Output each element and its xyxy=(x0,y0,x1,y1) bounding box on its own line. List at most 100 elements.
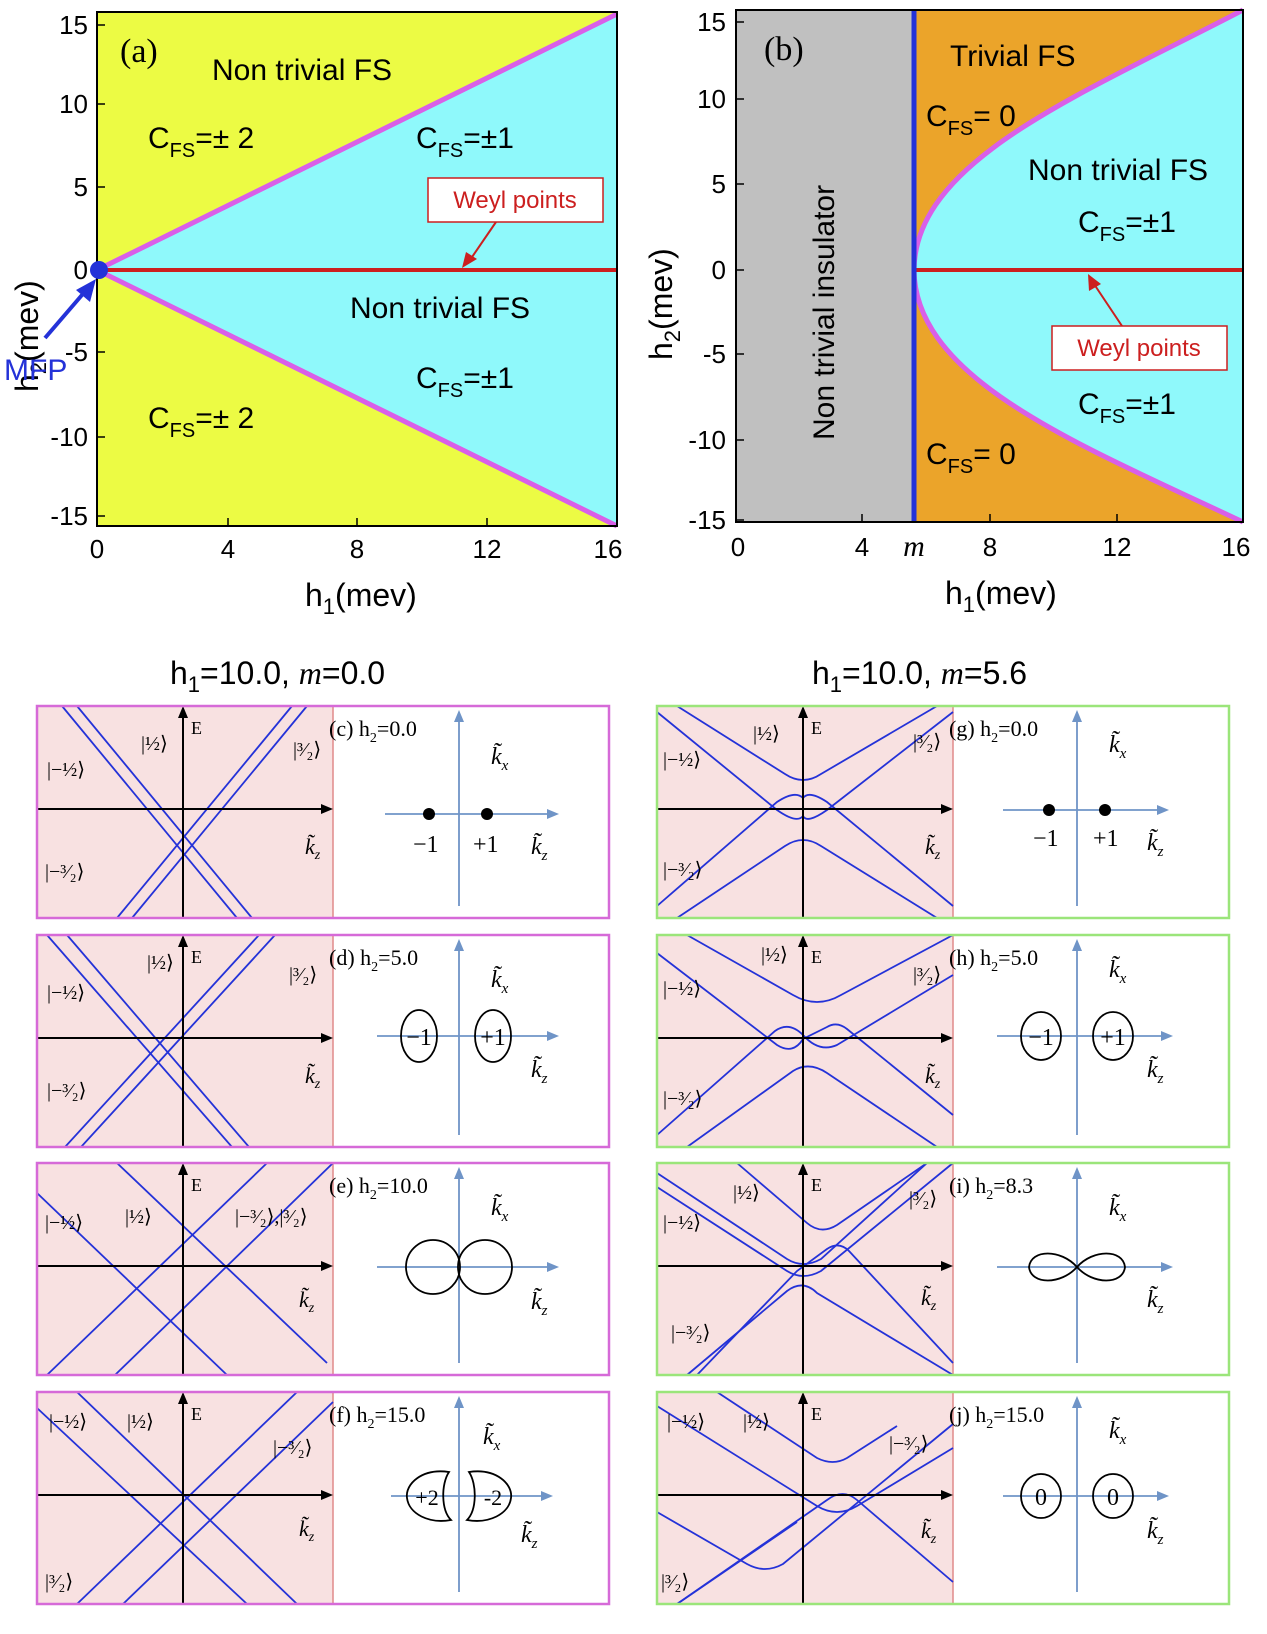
state-mhalf: |−½⟩ xyxy=(667,1411,705,1433)
state-mthree: |−³⁄₂⟩ xyxy=(45,861,84,883)
kz-inset-label: k̃z xyxy=(1147,828,1164,860)
e-label: E xyxy=(811,947,822,967)
band-area xyxy=(657,935,953,1147)
subpanel-j: E k̃z |−½⟩ |½⟩ |−³⁄₂⟩ |³⁄₂⟩ (j) h2=15.0 … xyxy=(655,1390,1231,1606)
subpanel-label: (h) h2=5.0 xyxy=(949,945,1038,975)
panel-a-xlabel: h1(mev) xyxy=(305,577,417,619)
subpanel-label: (d) h2=5.0 xyxy=(329,945,418,975)
e-label: E xyxy=(811,1175,822,1195)
xtick: 16 xyxy=(594,534,623,564)
state-three: |³⁄₂⟩ xyxy=(45,1571,73,1593)
panel-a-upper-boundary xyxy=(95,11,619,273)
fermi-surface-minus xyxy=(1020,1011,1062,1061)
subpanel-frame xyxy=(655,933,1231,1149)
panel-a-weyl-arrow xyxy=(469,221,497,261)
panel-b-label: (b) xyxy=(764,31,804,68)
panel-b-trivial: Trivial FS xyxy=(950,40,1076,73)
kz-inset-label: k̃z xyxy=(531,1055,548,1087)
kz-arrowhead xyxy=(941,804,953,814)
xtick: 16 xyxy=(1222,532,1251,562)
kz-arrowhead xyxy=(321,804,333,814)
weyl-point-minus xyxy=(423,808,435,820)
subpanel-frame xyxy=(655,704,1231,920)
state-three: |³⁄₂⟩ xyxy=(913,731,941,753)
kx-arrowhead xyxy=(454,1167,464,1179)
subpanel-d: E k̃z |½⟩ |−½⟩ |³⁄₂⟩ |−³⁄₂⟩ (d) h2=5.0 k… xyxy=(35,933,611,1149)
kz-inset-arrowhead xyxy=(547,1262,559,1272)
state-half: |½⟩ xyxy=(141,733,168,755)
ytick: -5 xyxy=(65,337,88,367)
kx-inset-label: k̃x xyxy=(491,965,509,997)
panel-a-weyl-arrowhead xyxy=(462,252,477,268)
panel-b-cyan-region xyxy=(914,10,1243,522)
band-area xyxy=(37,1163,333,1375)
xtick: 8 xyxy=(350,534,364,564)
state-half: |½⟩ xyxy=(761,944,788,966)
kz-label: k̃z xyxy=(305,1063,321,1092)
kx-arrowhead xyxy=(454,710,464,722)
left-column-header: h1=10.0, m=0.0 xyxy=(170,655,385,697)
panel-a-lower-boundary xyxy=(95,267,619,529)
panel-a-cfs-upper-left: CFS=± 2 xyxy=(148,122,254,162)
ytick: -10 xyxy=(688,425,726,455)
kz-inset-arrowhead xyxy=(547,809,559,819)
ytick: 5 xyxy=(74,172,88,202)
kx-arrowhead xyxy=(1072,939,1082,951)
kx-inset-label: k̃x xyxy=(483,1422,501,1454)
kz-arrowhead xyxy=(941,1490,953,1500)
panel-b-xlabel: h1(mev) xyxy=(945,575,1057,617)
fermi-surface-plus xyxy=(474,1009,512,1063)
subpanel-label: (j) h2=15.0 xyxy=(949,1402,1044,1432)
state-three: |³⁄₂⟩ xyxy=(293,739,321,761)
kz-inset-arrowhead xyxy=(547,1031,559,1041)
state-three: |³⁄₂⟩ xyxy=(289,964,317,986)
state-half: |½⟩ xyxy=(753,723,780,745)
kz-label: k̃z xyxy=(921,1285,937,1314)
e-arrowhead xyxy=(798,935,808,947)
e-arrowhead xyxy=(178,706,188,718)
panel-b-weyl-box xyxy=(1051,325,1228,371)
kz-inset-arrowhead xyxy=(1157,805,1169,815)
panel-a-yticks: 15 10 5 0 -5 -10 -15 xyxy=(50,10,88,531)
e-label: E xyxy=(191,1175,202,1195)
panel-b-insulator: Non trivial insulator xyxy=(808,185,841,440)
state-mthree: |−³⁄₂⟩ xyxy=(671,1322,710,1344)
ytick: 10 xyxy=(59,89,88,119)
panel-a-cfs-upper-right: CFS=±1 xyxy=(416,122,514,162)
ytick: -5 xyxy=(703,339,726,369)
state-mthree: |−³⁄₂⟩ xyxy=(273,1437,312,1459)
kx-inset-label: k̃x xyxy=(1109,1416,1127,1448)
chern-minus: −1 xyxy=(1028,1025,1054,1051)
kz-inset-label: k̃z xyxy=(1147,1285,1164,1317)
panel-b-weyl-arrow xyxy=(1093,283,1123,327)
ytick: -15 xyxy=(50,501,88,531)
kx-arrowhead xyxy=(1072,710,1082,722)
kx-inset-label: k̃x xyxy=(491,742,509,774)
panel-b-ticks xyxy=(736,21,1118,522)
kz-label: k̃z xyxy=(925,834,941,863)
panel-a-cfs-lower-right: CFS=±1 xyxy=(416,362,514,402)
chern-plus: +1 xyxy=(473,832,499,858)
state-mhalf: |−½⟩ xyxy=(45,1212,83,1234)
subpanel-i: E k̃z |½⟩ |−½⟩ |³⁄₂⟩ |−³⁄₂⟩ (i) h2=8.3 k… xyxy=(655,1161,1231,1377)
state-half: |½⟩ xyxy=(127,1411,154,1433)
kz-inset-label: k̃z xyxy=(521,1520,538,1552)
fermi-surface-right xyxy=(1092,1473,1134,1519)
kz-arrowhead xyxy=(321,1033,333,1043)
fermi-surface-left xyxy=(1020,1473,1062,1519)
kz-label: k̃z xyxy=(305,834,321,863)
e-arrowhead xyxy=(178,1392,188,1404)
band-lines xyxy=(36,1391,334,1605)
kx-inset-label: k̃x xyxy=(1109,955,1127,987)
state-mhalf: |−½⟩ xyxy=(47,982,85,1004)
subpanel-frame xyxy=(35,1390,611,1606)
chern-plus: +1 xyxy=(1100,1025,1126,1051)
band-lines xyxy=(61,705,308,919)
subpanel-h: E k̃z |½⟩ |−½⟩ |³⁄₂⟩ |−³⁄₂⟩ (h) h2=5.0 k… xyxy=(655,933,1231,1149)
kz-inset-arrowhead xyxy=(1157,1491,1169,1501)
kx-arrowhead xyxy=(1072,1167,1082,1179)
state-mthree: |−³⁄₂⟩ xyxy=(663,859,702,881)
xtick: 12 xyxy=(473,534,502,564)
chern-zero-left: 0 xyxy=(1035,1485,1047,1511)
